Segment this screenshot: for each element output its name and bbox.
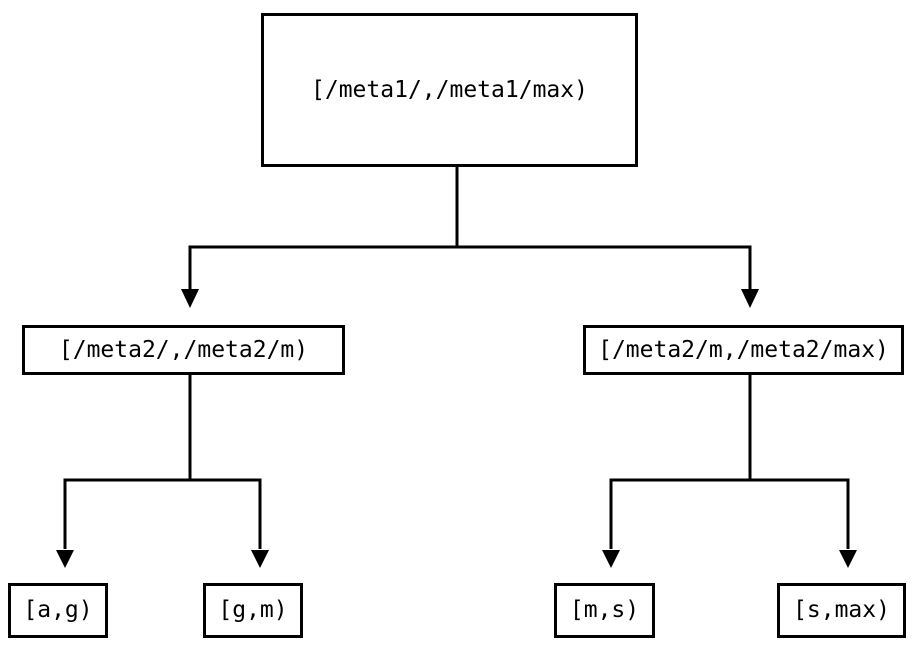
arrowhead-down-icon bbox=[181, 289, 199, 308]
node-leaf-gm: [g,m) bbox=[203, 583, 303, 638]
edge-right-split-bar bbox=[609, 478, 850, 549]
node-leaf-smax: [s,max) bbox=[777, 583, 906, 638]
node-left-child-label: [/meta2/,/meta2/m) bbox=[58, 336, 309, 363]
arrowhead-down-icon bbox=[56, 550, 74, 568]
node-leaf-ag-label: [a,g) bbox=[23, 597, 93, 623]
node-leaf-ms-label: [m,s) bbox=[569, 597, 640, 623]
node-leaf-smax-label: [s,max) bbox=[793, 597, 890, 623]
node-right-child: [/meta2/m,/meta2/max) bbox=[583, 325, 904, 375]
node-root-label: [/meta1/,/meta1/max) bbox=[311, 76, 588, 103]
node-root: [/meta1/,/meta1/max) bbox=[261, 13, 638, 167]
arrowhead-down-icon bbox=[839, 550, 857, 568]
edge-right-child-to-leaves bbox=[602, 375, 857, 568]
edge-left-split-bar bbox=[63, 478, 262, 549]
edge-left-child-to-leaves bbox=[56, 375, 269, 568]
arrowhead-down-icon bbox=[741, 289, 759, 308]
arrowhead-down-icon bbox=[602, 550, 620, 568]
arrowhead-down-icon bbox=[251, 550, 269, 568]
node-leaf-gm-label: [g,m) bbox=[218, 597, 288, 623]
edge-root-split-bar bbox=[188, 245, 752, 289]
edge-root-to-children bbox=[181, 166, 759, 308]
node-left-child: [/meta2/,/meta2/m) bbox=[22, 325, 345, 375]
node-leaf-ms: [m,s) bbox=[554, 583, 655, 638]
node-leaf-ag: [a,g) bbox=[8, 583, 108, 638]
node-right-child-label: [/meta2/m,/meta2/max) bbox=[598, 336, 889, 363]
